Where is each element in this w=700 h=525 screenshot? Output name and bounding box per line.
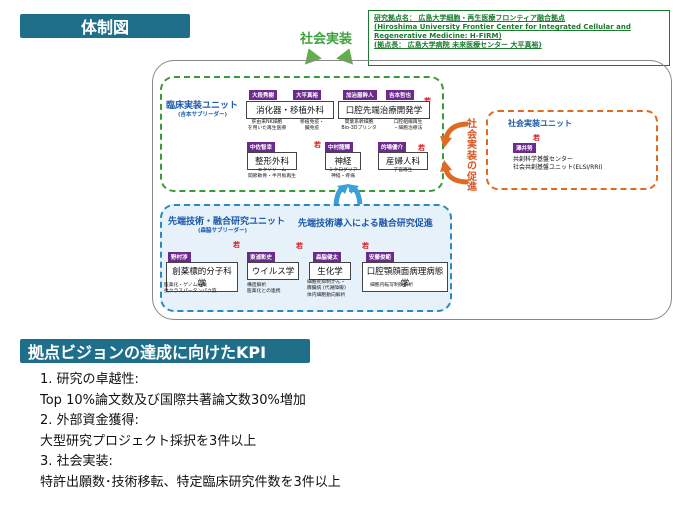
kpi-line: Top 10%論文数及び国際共著論文数30%増加 xyxy=(40,392,306,408)
social-promotion-vertical-label: 社会実装の促進 xyxy=(467,119,477,193)
social-unit-line2: 社会共創基盤ユニット(ELSI/RRI) xyxy=(513,164,603,171)
desc-oral-regen: 口腔組織再生 ・細胞治療法 xyxy=(393,120,423,132)
fusion-promotion-label: 先端技術導入による融合研究促進 xyxy=(298,219,433,229)
dept-orthopedics: 整形外科 xyxy=(247,152,297,170)
info-line-1: 研究拠点名： 広島大学細胞・再生医療フロンティア融合拠点 xyxy=(374,14,566,22)
dept-drug-target: 創薬標的分子科学 xyxy=(166,262,238,292)
dept-biochemistry: 生化学 xyxy=(309,262,351,280)
member-tag: 大平真裕 xyxy=(293,90,322,100)
dept-oral-advanced: 口腔先端治療開発学 xyxy=(338,101,430,119)
desc-drug: 医薬化・ゲノム編集 抗クラスパータンパク質 xyxy=(164,283,217,295)
social-unit-title: 社会実装ユニット xyxy=(508,119,572,128)
member-tag: 大段秀樹 xyxy=(249,90,278,100)
young-researcher-mark: 若 xyxy=(314,141,321,149)
diagram-title: 体制図 xyxy=(20,14,190,38)
member-tag: 中佐智幸 xyxy=(247,142,276,152)
kpi-title: 拠点ビジョンの達成に向けたKPI xyxy=(20,339,310,363)
info-line-2: (Hiroshima University Frontier Center fo… xyxy=(374,23,631,32)
dept-gastro-transplant: 消化器・移植外科 xyxy=(246,101,334,119)
young-researcher-mark: 若 xyxy=(362,242,369,250)
kpi-line: 3. 社会実装: xyxy=(40,454,113,469)
member-tag: 的場優介 xyxy=(378,142,407,152)
member-tag: 森脇健太 xyxy=(313,252,342,262)
desc-biochem: 細胞死抑制がん・ 膵臓病 (代謝障礙) 体内細胞動向解析 xyxy=(307,280,346,298)
member-tag: 澤井努 xyxy=(513,143,536,153)
desc-exosome: エクソソーム 関節軟骨・半月板再生 xyxy=(248,168,296,180)
kpi-line: 特許出願数･技術移転、特定臨床研究件数を3件以上 xyxy=(40,474,341,490)
clinical-unit-title: 臨床実装ユニット xyxy=(166,101,239,111)
clinical-unit-box xyxy=(160,76,444,192)
info-line-4: (拠点長： 広島大学病院 未来医療センター 大平真裕) xyxy=(374,41,542,50)
info-line-3: Regenerative Medicine: H-FIRM) xyxy=(374,32,502,41)
kpi-line: 1. 研究の卓越性: xyxy=(40,372,139,387)
desc-microglia: ミクログリア 神経・疼痛 xyxy=(328,168,358,180)
young-researcher-mark: 若 xyxy=(233,241,240,249)
dept-oral-pathology: 口腔顎顔面病理病態学 xyxy=(362,262,448,292)
member-tag: 加治屋幹人 xyxy=(343,90,377,100)
member-tag: 安藤俊範 xyxy=(366,252,395,262)
member-tag: 中村龍輝 xyxy=(325,142,354,152)
organization-frame xyxy=(152,60,672,320)
orange-arrows-icon xyxy=(440,121,469,185)
kpi-list: 1. 研究の卓越性: Top 10%論文数及び国際共著論文数30%増加 2. 外… xyxy=(40,370,341,493)
dept-obgyn: 産婦人科 xyxy=(378,152,428,170)
young-researcher-mark: 若 xyxy=(418,144,425,152)
center-info-box: 研究拠点名： 広島大学細胞・再生医療フロンティア融合拠点 (Hiroshima … xyxy=(368,10,670,66)
kpi-line: 大型研究プロジェクト採択を3件以上 xyxy=(40,433,257,449)
dept-virology: ウイルス学 xyxy=(247,262,299,280)
clinical-unit-sub: (吉本サブリーダー) xyxy=(178,112,228,118)
desc-transplant: 移植免疫・ 臓免疫 xyxy=(300,120,324,132)
social-unit-box xyxy=(486,110,658,190)
desc-virus: 構造解析 医薬化との連携 xyxy=(247,283,281,295)
desc-uterus: 子宮再生 xyxy=(393,168,413,173)
advanced-unit-title: 先端技術・融合研究ユニット xyxy=(168,217,286,227)
member-tag: 東浦彰史 xyxy=(247,252,276,262)
member-tag: 野村渉 xyxy=(168,252,191,262)
desc-msc: 間葉系幹細胞 Bio-3Dプリンタ xyxy=(341,120,377,132)
advanced-unit-box xyxy=(160,204,452,312)
social-implementation-label: 社会実装 xyxy=(300,32,353,47)
young-researcher-mark: 若 xyxy=(296,242,303,250)
dept-neuro: 神経 xyxy=(325,152,361,170)
desc-nk: 肝由来NK細胞 を用いた再生医療 xyxy=(247,120,287,132)
desc-oral-path: 細胞内転写制御解析 xyxy=(370,283,414,288)
kpi-line: 2. 外部資金獲得: xyxy=(40,413,139,428)
social-unit-line1: 共創科学基盤センター xyxy=(513,156,574,163)
advanced-unit-sub: (森脇サブリーダー) xyxy=(198,228,248,234)
member-tag: 吉本哲也 xyxy=(386,90,415,100)
young-researcher-mark: 若 xyxy=(533,134,540,142)
